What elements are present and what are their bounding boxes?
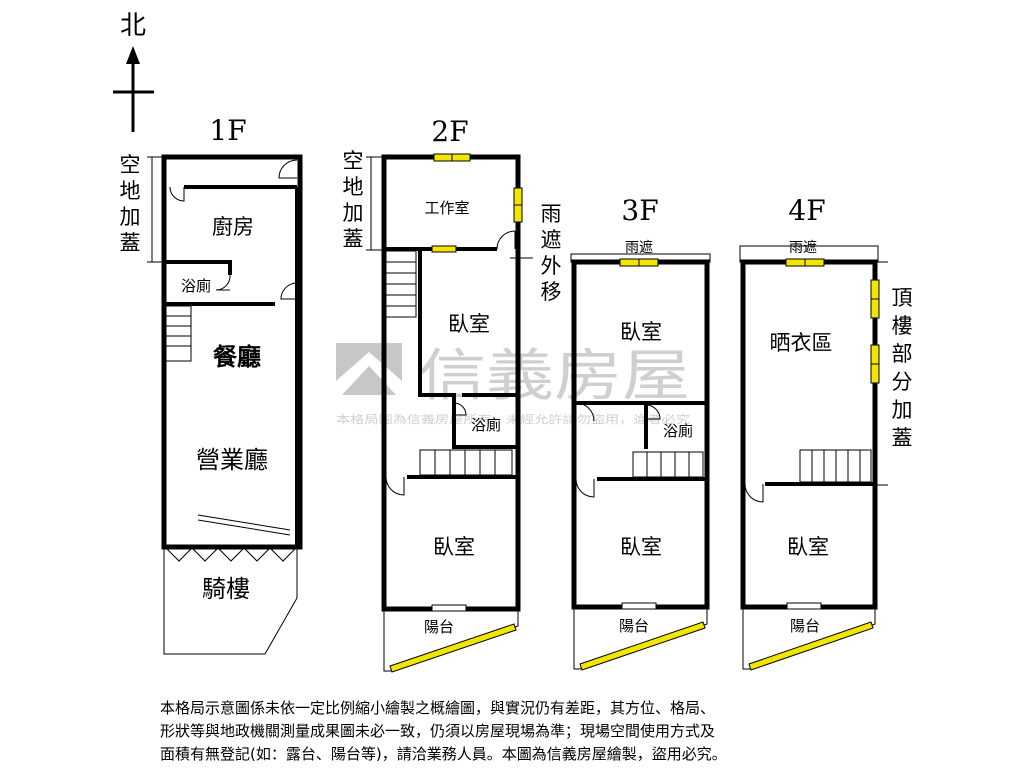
room-bedroom-south-3f: 臥室 xyxy=(620,535,662,559)
floor-plan-diagram: 信義房屋 本格局圖為信義房屋所有，未經允許請勿盜用，違者必究 北 1F 空 地 … xyxy=(113,11,913,673)
north-arrow-icon xyxy=(113,46,154,132)
watermark: 信義房屋 本格局圖為信義房屋所有，未經允許請勿盜用，違者必究 xyxy=(336,343,690,426)
room-business-1f: 營業廳 xyxy=(196,446,268,474)
floor-title-4f: 4F xyxy=(788,194,825,227)
right-label-2f: 雨 遮 外 移 xyxy=(541,202,562,304)
svg-text:蓋: 蓋 xyxy=(892,426,913,450)
floor-title-3f: 3F xyxy=(621,194,658,227)
room-drying-4f: 晒衣區 xyxy=(770,331,833,355)
svg-text:地: 地 xyxy=(343,175,364,199)
room-bedroom-south-2f: 臥室 xyxy=(433,535,475,559)
canopy-label-4f: 雨遮 xyxy=(789,240,817,256)
room-workroom-2f: 工作室 xyxy=(424,199,469,217)
watermark-line: 本格局圖為信義房屋所有，未經允許請勿盜用，違者必究 xyxy=(336,412,690,426)
room-balcony-4f: 陽台 xyxy=(790,617,820,635)
room-balcony-3f: 陽台 xyxy=(619,617,649,635)
svg-text:蓋: 蓋 xyxy=(120,231,141,255)
right-label-4f: 頂 樓 部 分 加 蓋 xyxy=(892,286,913,450)
floor-2f: 2F 空 地 加 蓋 雨 遮 外 移 xyxy=(343,115,562,673)
svg-text:外: 外 xyxy=(541,254,562,278)
watermark-brand: 信義房屋 xyxy=(418,344,690,409)
floor-1f: 1F 空 地 加 蓋 xyxy=(120,114,303,655)
svg-text:雨: 雨 xyxy=(541,202,562,226)
svg-text:遮: 遮 xyxy=(541,228,562,252)
svg-text:頂: 頂 xyxy=(892,286,913,310)
svg-text:地: 地 xyxy=(120,179,141,203)
floor-4f: 4F 雨遮 頂 樓 部 分 加 蓋 xyxy=(739,194,913,671)
svg-text:空: 空 xyxy=(120,153,141,177)
disclaimer-text: 本格局示意圖係未依一定比例縮小繪製之概繪圖，與實況仍有差距，其方位、格局、 形狀… xyxy=(160,699,727,763)
svg-text:加: 加 xyxy=(120,205,141,229)
room-bath-2f: 浴廁 xyxy=(471,416,501,434)
room-bedroom-south-4f: 臥室 xyxy=(787,535,829,559)
floor-title-1f: 1F xyxy=(209,114,246,147)
svg-text:加: 加 xyxy=(892,398,913,422)
floor-title-2f: 2F xyxy=(431,115,468,148)
room-arcade-1f: 騎樓 xyxy=(202,575,250,603)
svg-text:樓: 樓 xyxy=(892,314,913,338)
svg-text:蓋: 蓋 xyxy=(343,227,364,251)
svg-text:空: 空 xyxy=(343,149,364,173)
side-label-2f: 空 地 加 蓋 xyxy=(343,149,364,251)
north-label: 北 xyxy=(120,11,146,41)
room-bath-1f: 浴廁 xyxy=(181,277,211,295)
svg-text:加: 加 xyxy=(343,201,364,225)
room-bedroom-north-3f: 臥室 xyxy=(620,320,662,344)
svg-text:部: 部 xyxy=(892,342,913,366)
room-balcony-2f: 陽台 xyxy=(424,618,454,636)
side-label-1f: 空 地 加 蓋 xyxy=(120,153,141,255)
room-bath-3f: 浴廁 xyxy=(663,422,693,440)
svg-text:分: 分 xyxy=(892,370,913,394)
room-bedroom-north-2f: 臥室 xyxy=(448,312,490,336)
room-kitchen-1f: 廚房 xyxy=(212,215,254,239)
floor-3f: 3F 雨遮 臥室 浴廁 xyxy=(570,194,711,671)
room-dining-1f: 餐廳 xyxy=(213,343,261,371)
canopy-label-3f: 雨遮 xyxy=(625,240,653,256)
watermark-logo-icon xyxy=(336,343,402,398)
svg-text:移: 移 xyxy=(541,280,562,304)
